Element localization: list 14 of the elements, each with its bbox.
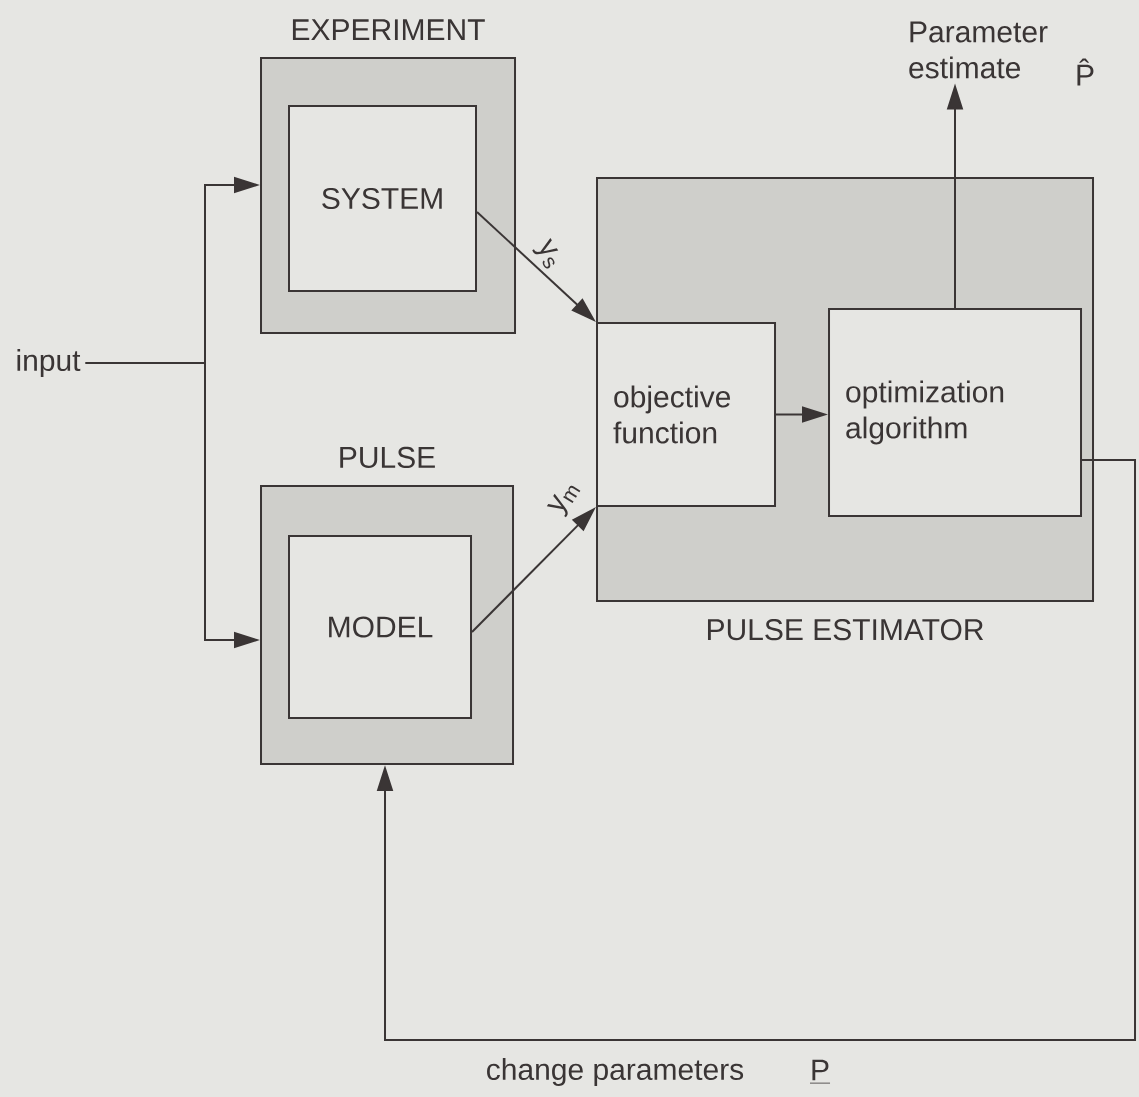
system-box: SYSTEM <box>288 105 477 292</box>
node-label: PULSE ESTIMATOR <box>707 619 984 641</box>
node-label: PULSE <box>340 446 435 468</box>
y-subscript-label: y$_{s}$ <box>532 237 559 269</box>
arrow <box>376 459 1136 1041</box>
optimization-box: optimization algorithm <box>828 308 1082 517</box>
edge-label: change parameters <box>487 1058 744 1086</box>
node-label: EXPERIMENT <box>292 19 485 40</box>
y-subscript-label: y$_{m}$ <box>546 485 581 518</box>
hat-symbol: P̂ <box>1077 58 1094 86</box>
input-label: input <box>17 349 81 377</box>
model-box: MODEL <box>288 535 472 719</box>
objective-function-box: objective function <box>596 322 776 507</box>
parameter-estimate-label: Parameter estimate <box>909 21 1048 79</box>
